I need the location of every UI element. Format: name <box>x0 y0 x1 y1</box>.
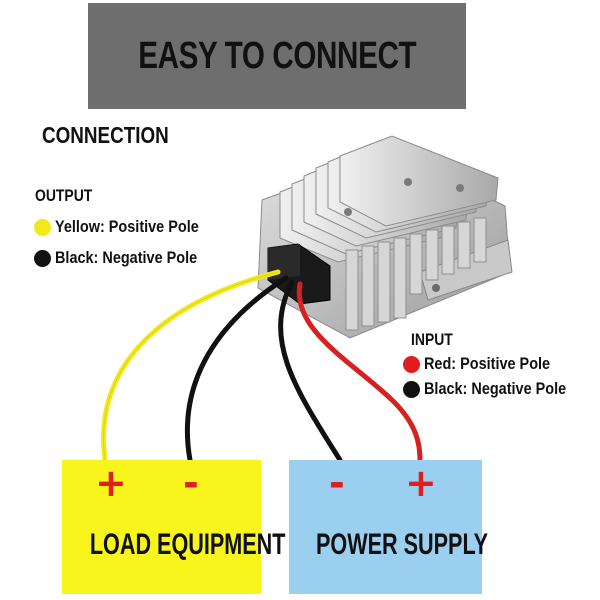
output-legend-black-label: Black: Negative Pole <box>55 248 198 267</box>
load-plus-sign: + <box>95 461 127 505</box>
module-screws <box>344 178 464 216</box>
power-plus-sign: + <box>405 461 437 505</box>
converter-module <box>257 135 513 339</box>
input-legend-red-label: Red: Positive Pole <box>424 354 551 373</box>
banner-title: EASY TO CONNECT <box>137 34 416 77</box>
black-dot-icon <box>403 380 420 398</box>
power-minus-sign: - <box>329 461 345 505</box>
load-minus-sign: - <box>183 461 199 505</box>
input-title: INPUT <box>411 330 453 349</box>
load-equipment-label: LOAD EQUIPMENT <box>89 528 286 561</box>
red-dot-icon <box>403 355 420 373</box>
power-supply-box: POWER SUPPLY <box>289 460 489 594</box>
output-legend-yellow: Yellow: Positive Pole <box>34 217 224 237</box>
section-title: CONNECTION <box>42 122 169 148</box>
yellow-wire-outline <box>103 271 279 461</box>
front-ridges <box>345 217 487 331</box>
load-equipment-box: LOAD EQUIPMENT <box>62 460 286 594</box>
output-legend-yellow-label: Yellow: Positive Pole <box>55 217 199 236</box>
input-legend-red: Red: Positive Pole <box>403 354 572 374</box>
banner: EASY TO CONNECT <box>88 3 466 109</box>
black-input-wire <box>278 279 343 463</box>
black-dot-icon <box>34 249 51 267</box>
output-title: OUTPUT <box>35 186 93 205</box>
red-input-wire <box>296 281 423 463</box>
yellow-dot-icon <box>34 218 51 236</box>
wires <box>101 269 423 463</box>
black-output-wire <box>184 275 289 463</box>
power-supply-label: POWER SUPPLY <box>316 528 489 561</box>
input-legend-black: Black: Negative Pole <box>403 379 591 399</box>
flange-hole <box>432 284 440 292</box>
output-legend-black: Black: Negative Pole <box>34 248 222 268</box>
input-legend-black-label: Black: Negative Pole <box>424 379 567 398</box>
